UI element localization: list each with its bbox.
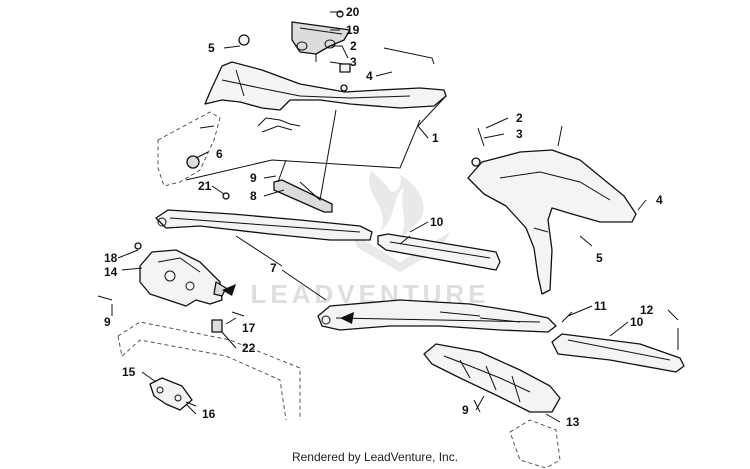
leader-lines [111, 11, 679, 423]
callout-13: 13 [566, 415, 580, 429]
part-lower-rail [317, 299, 557, 333]
callout-22: 22 [242, 341, 256, 355]
callout-21: 21 [198, 179, 212, 193]
callout-2-top: 2 [350, 39, 357, 53]
part-top-bracket [291, 10, 351, 62]
callout-20: 20 [346, 5, 360, 19]
callout-9-left: 9 [104, 315, 111, 329]
part-upper-panel [204, 34, 447, 111]
part-lower-bracket [149, 377, 197, 411]
part-right-fairing [467, 125, 637, 295]
callout-8: 8 [250, 189, 257, 203]
callout-10-bottom: 10 [630, 315, 644, 329]
callout-17: 17 [242, 321, 256, 335]
callout-15: 15 [122, 365, 136, 379]
part-side-bracket [157, 111, 301, 187]
part-upper-rail [155, 209, 373, 241]
callout-12: 12 [640, 303, 654, 317]
callout-5-top: 5 [208, 41, 215, 55]
flame-logo-icon [369, 170, 424, 240]
callout-9-bottom: 9 [462, 403, 469, 417]
arrow-marker-right [340, 312, 354, 324]
callout-6: 6 [216, 147, 223, 161]
callout-14: 14 [104, 265, 118, 279]
callout-2-right: 2 [516, 111, 523, 125]
callout-4-right: 4 [656, 193, 663, 207]
render-credit: Rendered by LeadVenture, Inc. [291, 450, 459, 464]
frame-ghost [117, 321, 301, 421]
part-upper-plate [377, 233, 501, 271]
callout-5-right: 5 [596, 251, 603, 265]
callout-4-top: 4 [366, 69, 373, 83]
arrow-markers [222, 284, 354, 324]
callout-16: 16 [202, 407, 216, 421]
callout-9-top: 9 [250, 171, 257, 185]
callout-19: 19 [346, 23, 360, 37]
part-left-bracket [97, 242, 245, 333]
callout-7: 7 [270, 261, 277, 275]
part-lattice-plate [423, 343, 561, 469]
callout-11: 11 [594, 299, 607, 313]
callout-3-right: 3 [516, 127, 523, 141]
part-lower-plate [551, 311, 685, 373]
arrow-marker-left [222, 284, 236, 296]
callout-18: 18 [104, 251, 118, 265]
callout-labels: 20 19 2 3 4 5 6 1 2 3 4 5 9 8 21 10 7 18… [104, 5, 663, 429]
part-link-arm [222, 159, 333, 213]
callout-1: 1 [432, 131, 439, 145]
callout-3-top: 3 [350, 55, 357, 69]
callout-10-top: 10 [430, 215, 444, 229]
